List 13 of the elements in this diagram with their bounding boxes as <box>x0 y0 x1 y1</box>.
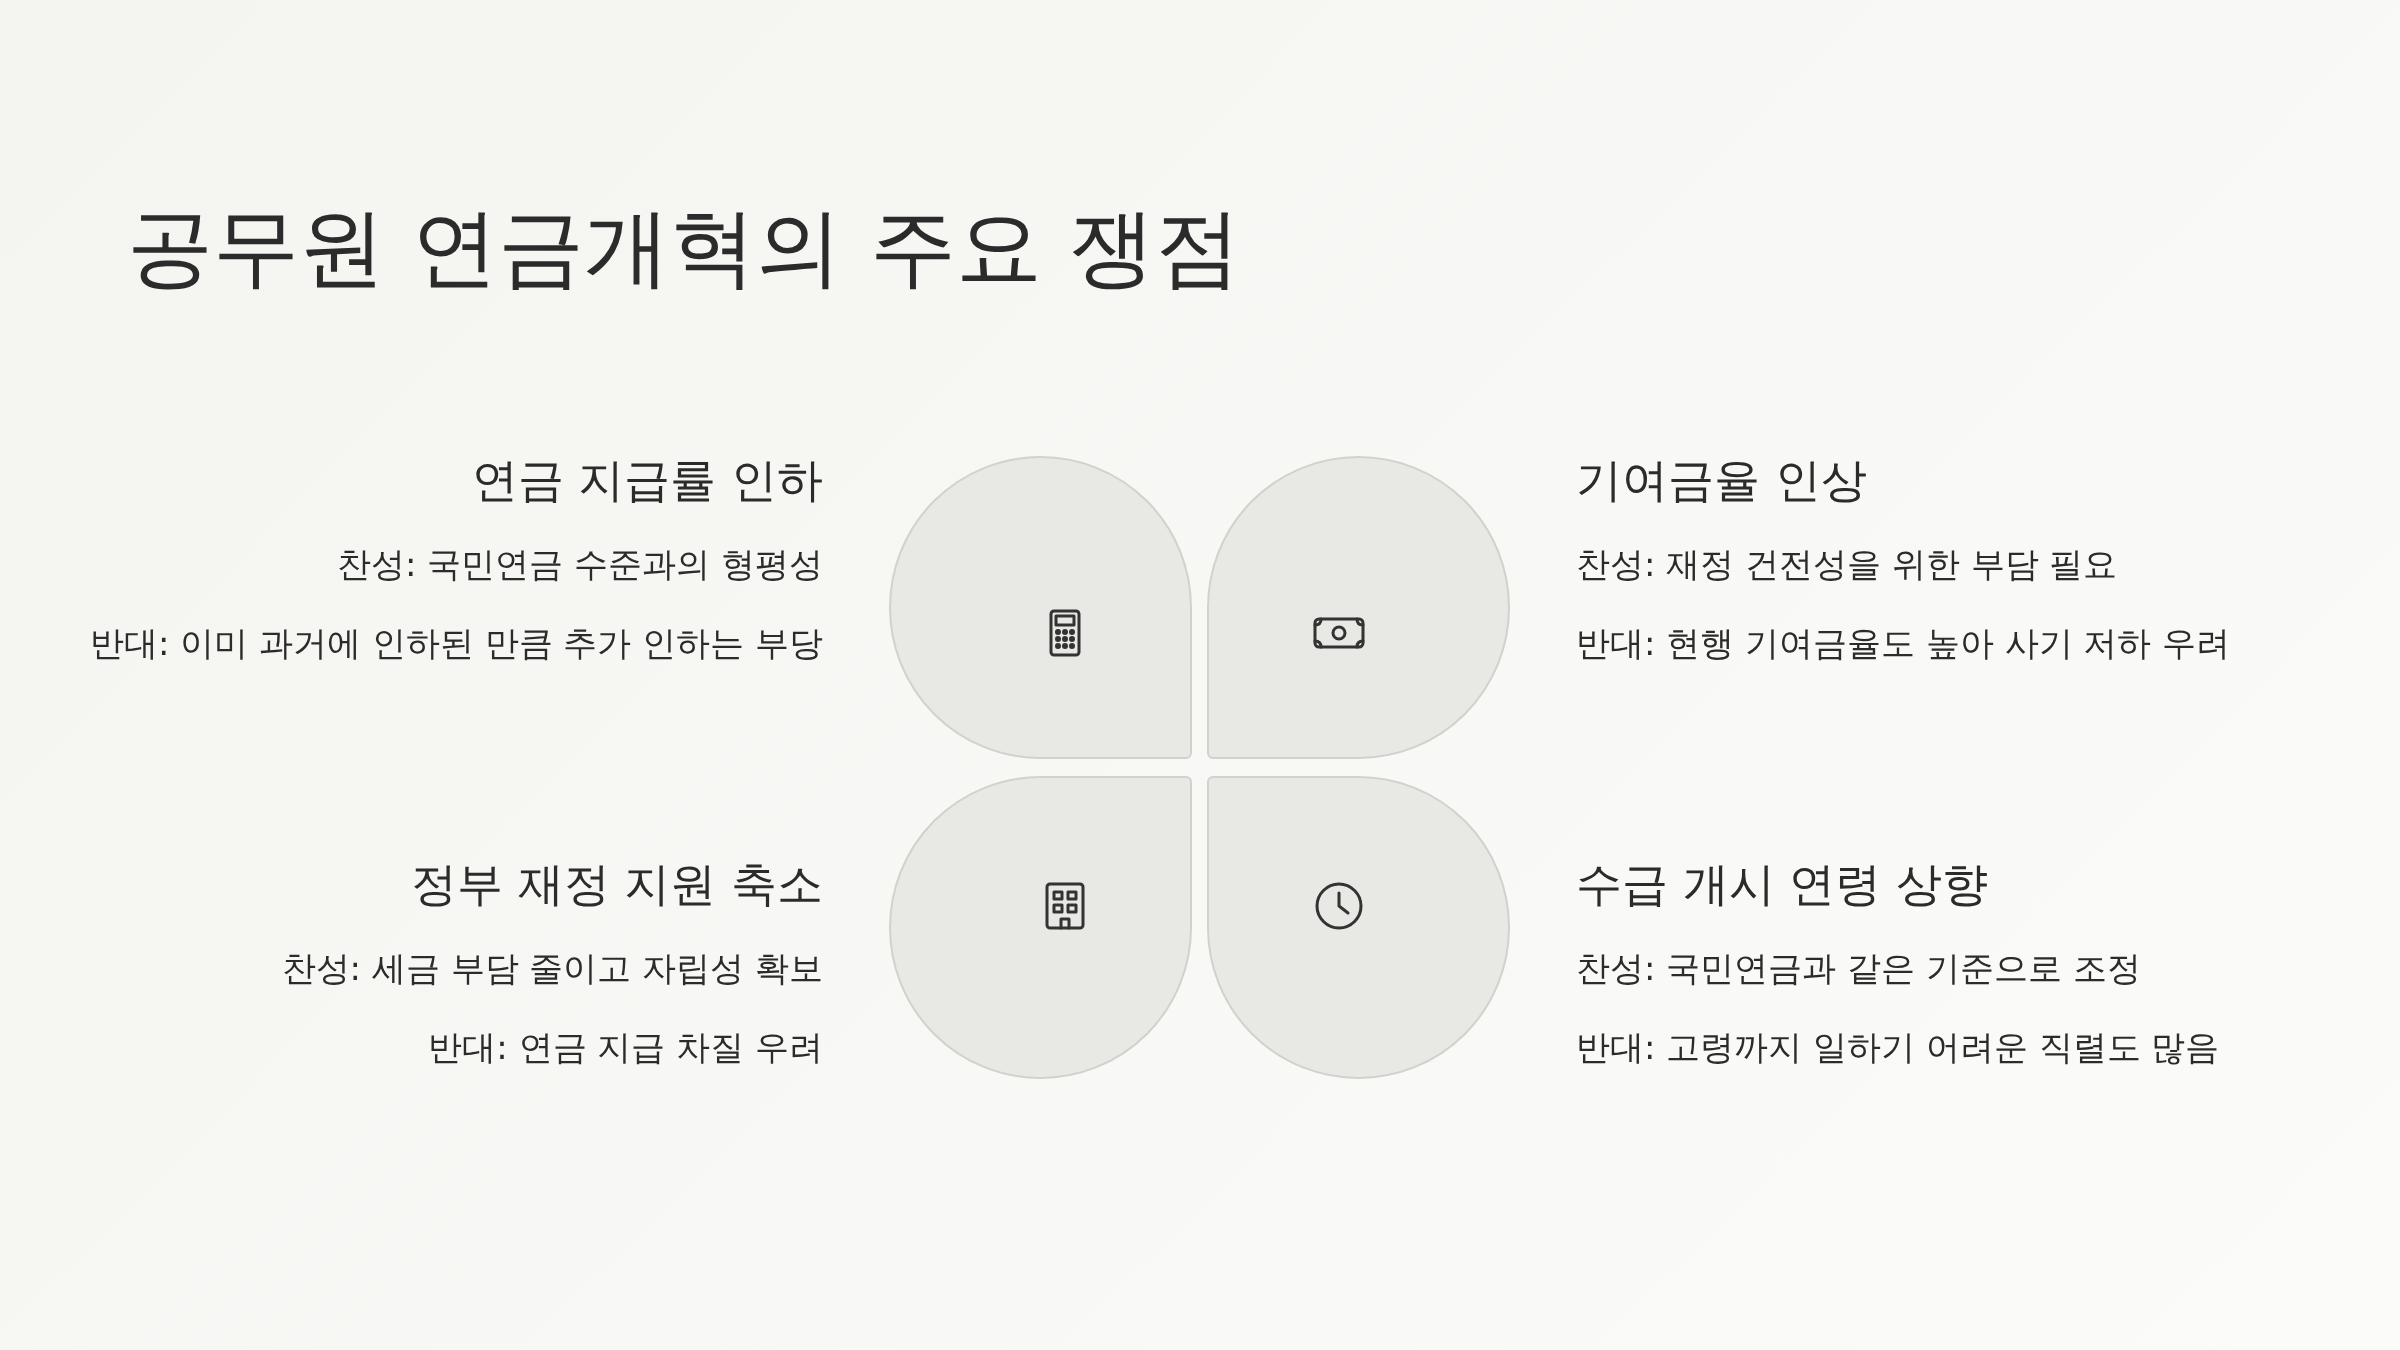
section-heading: 연금 지급률 인하 <box>471 452 823 509</box>
argument-text: 반대: 현행 기여금율도 높아 사기 저하 우려 <box>1576 622 2231 665</box>
argument-text: 찬성: 재정 건전성을 위한 부담 필요 <box>1576 543 2118 586</box>
section-heading: 수급 개시 연령 상향 <box>1576 856 1988 913</box>
argument-text: 찬성: 국민연금 수준과의 형평성 <box>337 543 823 586</box>
argument-text: 반대: 고령까지 일하기 어려운 직렬도 많음 <box>1576 1026 2220 1069</box>
argument-text: 반대: 연금 지급 차질 우려 <box>428 1026 823 1069</box>
section-heading: 기여금율 인상 <box>1576 452 1867 509</box>
argument-text: 찬성: 국민연금과 같은 기준으로 조정 <box>1576 947 2141 990</box>
slide-title: 공무원 연금개혁의 주요 쟁점 <box>127 196 1241 299</box>
section-heading: 정부 재정 지원 축소 <box>411 856 823 913</box>
argument-text: 찬성: 세금 부담 줄이고 자립성 확보 <box>281 947 823 990</box>
argument-text: 반대: 이미 과거에 인하된 만큼 추가 인하는 부당 <box>89 622 823 665</box>
